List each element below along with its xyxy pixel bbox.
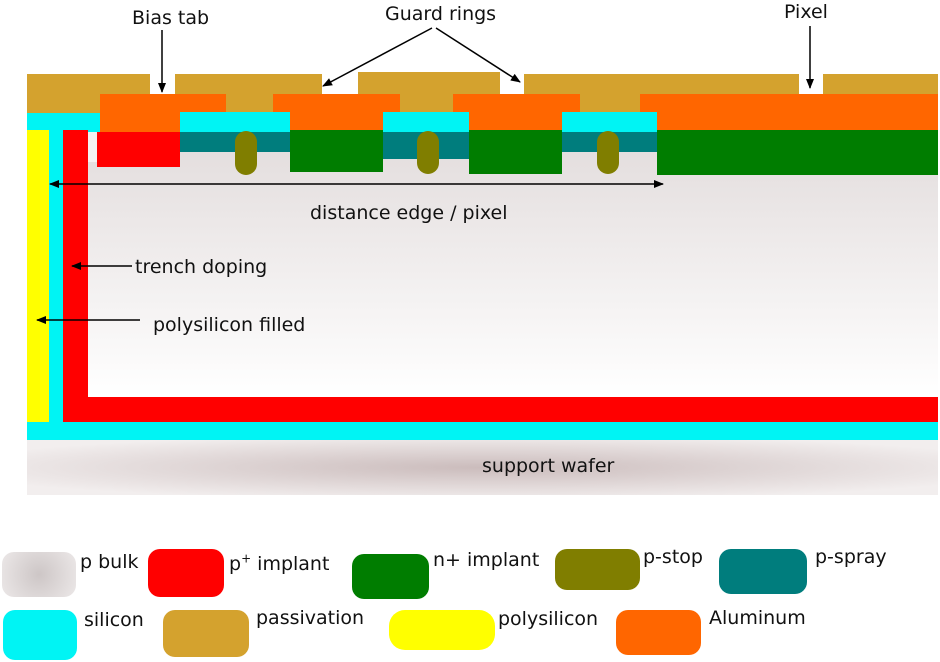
passivation-segment-1 bbox=[100, 74, 150, 94]
passivation-segment-2 bbox=[175, 74, 322, 94]
legend-swatch-p-spray bbox=[719, 549, 807, 594]
guard-rings-arrow-right bbox=[435, 27, 521, 83]
passivation-gap-fill-2 bbox=[400, 94, 453, 114]
trench-doping-vertical bbox=[63, 130, 88, 422]
legend-swatch-aluminum bbox=[616, 610, 701, 655]
p-implant-superscript: + bbox=[241, 551, 252, 566]
legend-label-polysilicon: polysilicon bbox=[498, 608, 599, 630]
bias-tab-label: Bias tab bbox=[132, 7, 210, 29]
passivation-gap-fill-1 bbox=[226, 94, 273, 114]
legend-swatch-p-stop bbox=[555, 549, 640, 590]
trench-doping-label: trench doping bbox=[135, 256, 268, 278]
guard-rings-arrow-left bbox=[322, 27, 433, 87]
legend-swatch-passivation bbox=[163, 610, 249, 657]
passivation-segment-5 bbox=[823, 74, 938, 94]
p-bulk-region bbox=[88, 132, 938, 397]
polysilicon-fill bbox=[27, 130, 49, 422]
aluminum-bias-tab-lower bbox=[100, 112, 180, 132]
trench-inner-shadow bbox=[88, 132, 98, 162]
legend-swatch-polysilicon bbox=[389, 610, 495, 650]
aluminum-guard-ring-1-lower bbox=[290, 112, 383, 132]
p-stop-1 bbox=[235, 131, 257, 175]
passivation-segment-3 bbox=[358, 72, 500, 94]
bottom-trench-doping bbox=[63, 397, 938, 422]
legend-label-passivation: passivation bbox=[256, 607, 365, 629]
p-implant-bias bbox=[97, 132, 180, 167]
aluminum-guard-ring-1 bbox=[273, 94, 400, 114]
legend-label-p-implant: p+ implant bbox=[229, 553, 329, 575]
legend-label-aluminum: Aluminum bbox=[709, 607, 806, 629]
pixel-label: Pixel bbox=[784, 1, 828, 23]
p-implant-prefix: p bbox=[229, 553, 242, 575]
legend-label-p-bulk: p bulk bbox=[80, 551, 139, 573]
legend-swatch-n-implant bbox=[352, 554, 429, 599]
guard-rings-label: Guard rings bbox=[385, 3, 497, 25]
bottom-silicon-layer bbox=[27, 422, 938, 440]
n-implant-guard-1 bbox=[290, 130, 383, 172]
support-wafer-label: support wafer bbox=[482, 455, 615, 477]
p-implant-suffix: implant bbox=[251, 553, 330, 575]
aluminum-bias-tab bbox=[100, 94, 226, 114]
legend-label-p-spray: p-spray bbox=[815, 546, 887, 568]
legend-swatch-p-bulk bbox=[2, 552, 76, 597]
aluminum-guard-ring-2 bbox=[453, 94, 580, 114]
edge-silicon-vertical bbox=[48, 130, 64, 422]
passivation-left bbox=[27, 74, 100, 113]
legend-label-n-implant: n+ implant bbox=[433, 549, 540, 571]
legend-swatch-silicon bbox=[3, 610, 77, 660]
silicon-pad-1 bbox=[180, 112, 290, 132]
support-wafer-layer bbox=[27, 440, 938, 495]
legend-label-p-stop: p-stop bbox=[643, 546, 703, 568]
legend-swatch-p-implant bbox=[148, 549, 224, 597]
passivation-segment-4 bbox=[524, 74, 799, 94]
n-implant-guard-2 bbox=[469, 130, 562, 174]
aluminum-guard-ring-2-lower bbox=[469, 112, 562, 132]
p-stop-2 bbox=[417, 131, 439, 174]
n-implant-pixel bbox=[657, 130, 938, 175]
legend-label-silicon: silicon bbox=[84, 609, 144, 631]
aluminum-pixel bbox=[640, 94, 938, 132]
distance-label: distance edge / pixel bbox=[310, 202, 508, 224]
silicon-pad-3 bbox=[562, 112, 657, 132]
passivation-gap-fill-3 bbox=[580, 94, 640, 114]
polysilicon-filled-label: polysilicon filled bbox=[153, 314, 306, 336]
silicon-pad-2 bbox=[383, 112, 469, 132]
p-stop-3 bbox=[597, 131, 619, 174]
edge-silicon-strip bbox=[27, 113, 100, 132]
